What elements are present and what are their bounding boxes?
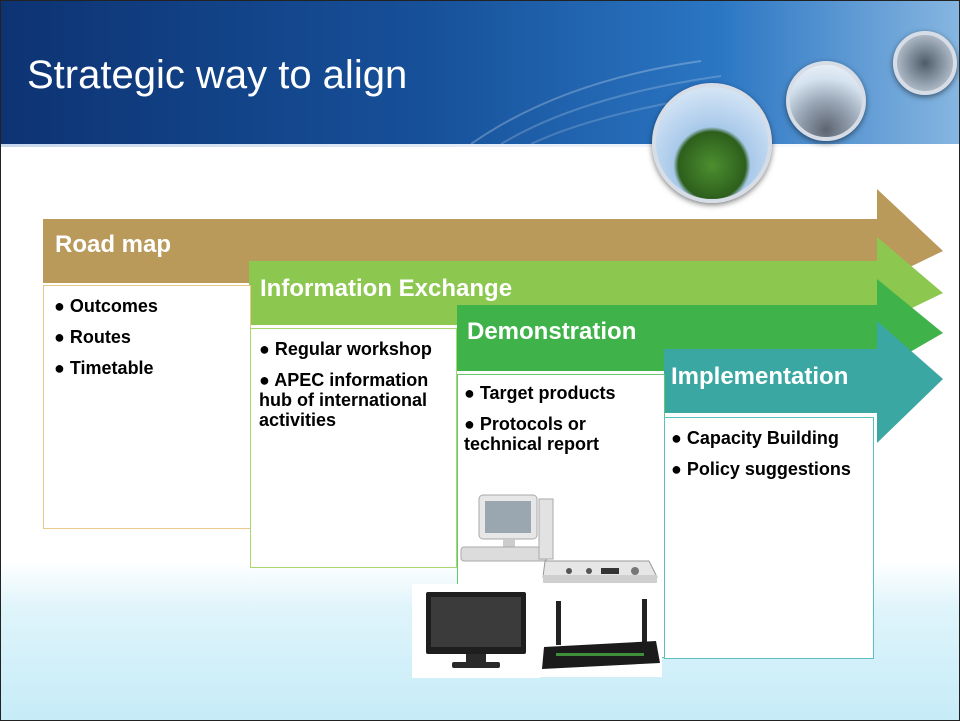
stage-label-demonstration: Demonstration bbox=[467, 318, 637, 345]
road-globe-icon bbox=[893, 31, 957, 95]
stage-label-road-map: Road map bbox=[55, 231, 172, 258]
stage-label-information-exchange: Information Exchange bbox=[260, 275, 513, 302]
wireless-router-icon bbox=[538, 597, 662, 677]
arrow-road-map bbox=[43, 189, 943, 283]
arrow-information-exchange bbox=[249, 237, 943, 325]
list-item: ● Outcomes bbox=[54, 296, 158, 316]
set-top-box-icon bbox=[542, 560, 658, 583]
list-item: ● APEC information hub of international … bbox=[259, 370, 429, 430]
list-item: ● Timetable bbox=[54, 358, 154, 378]
arrow-implementation bbox=[664, 321, 943, 443]
city-skyline-globe-icon bbox=[786, 61, 866, 141]
stage-box-road-map: ● Outcomes ● Routes ● Timetable bbox=[43, 285, 251, 529]
city-globe-icon bbox=[652, 83, 772, 203]
banner-divider bbox=[1, 144, 959, 147]
list-item: ● Capacity Building bbox=[671, 428, 839, 448]
television-icon bbox=[412, 584, 540, 678]
stage-box-implementation: ● Capacity Building ● Policy suggestions bbox=[664, 417, 874, 659]
desktop-computer-icon bbox=[460, 494, 554, 562]
page-title: Strategic way to align bbox=[27, 53, 408, 97]
list-item: ● Regular workshop bbox=[259, 339, 432, 359]
stage-box-information-exchange: ● Regular workshop ● APEC information hu… bbox=[250, 328, 457, 568]
list-item: ● Policy suggestions bbox=[671, 459, 851, 479]
arrow-demonstration bbox=[457, 279, 943, 371]
list-item: ● Routes bbox=[54, 327, 131, 347]
stage-label-implementation: Implementation bbox=[671, 363, 849, 390]
list-item: ● Target products bbox=[464, 383, 616, 403]
list-item: ● Protocols or technical report bbox=[464, 414, 600, 454]
